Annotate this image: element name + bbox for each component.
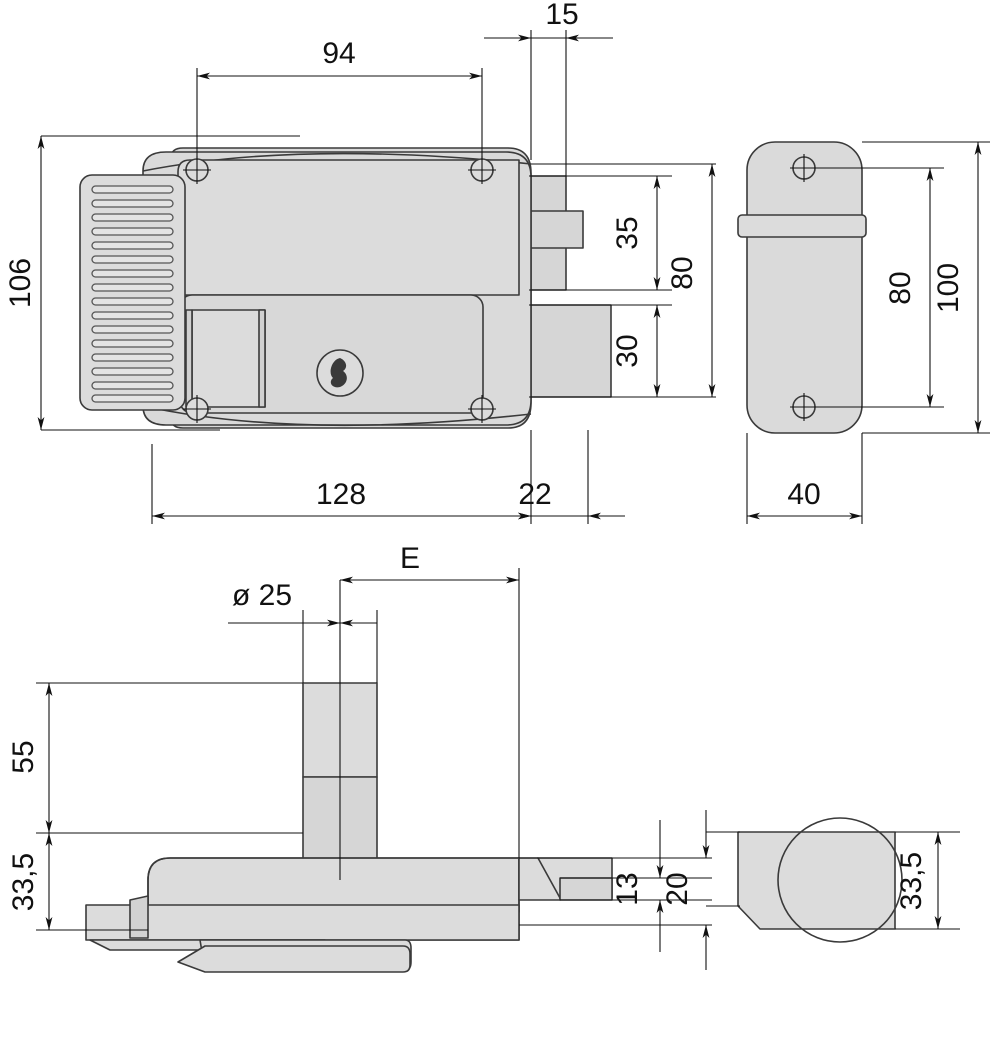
front-bolt-lower-block (528, 304, 612, 398)
front-dimension-labels: 94 15 106 128 22 35 80 30 (4, 0, 699, 511)
dim-80: 80 (666, 256, 699, 289)
top-view-dimensions (36, 568, 712, 970)
top-view-lock-body (85, 682, 613, 973)
front-bolt-tongue (528, 210, 584, 249)
dim-plate-40: 40 (787, 478, 820, 511)
dim-13: 13 (611, 872, 644, 905)
dim-plate-80: 80 (884, 271, 917, 304)
dim-E: E (400, 542, 420, 575)
top-view-dimension-labels: 55 33,5 ø 25 E 13 20 (7, 542, 694, 911)
front-shutter-slot (185, 309, 266, 408)
dim-33-5-left: 33,5 (7, 853, 40, 911)
dim-plate-100: 100 (932, 263, 965, 313)
top-view-body-slab (147, 857, 520, 941)
side-view-strike-plate (737, 141, 867, 434)
dim-15: 15 (545, 0, 578, 31)
front-view-lock-body (79, 147, 612, 429)
top-view-bolt (518, 857, 613, 901)
dim-22: 22 (518, 478, 551, 511)
front-view-dimensions (37, 30, 716, 524)
front-inner-upper-panel (177, 159, 520, 296)
vent-grille-icon (79, 174, 186, 411)
top-view-strike-plate-dimensions (706, 831, 960, 930)
dim-106: 106 (4, 258, 37, 308)
strike-plate-slot (737, 214, 867, 238)
dim-30: 30 (611, 334, 644, 367)
side-view-dimension-labels: 80 100 40 (787, 263, 965, 511)
top-view-strike-plate (737, 817, 903, 943)
dim-diameter-25: ø 25 (232, 579, 292, 612)
screw-hole-centerlines (183, 156, 496, 423)
top-view-lower-flange (85, 904, 520, 941)
keyhole-icon (316, 349, 364, 397)
dim-33-5-right: 33,5 (895, 852, 928, 910)
dim-55: 55 (7, 740, 40, 773)
dim-20: 20 (661, 872, 694, 905)
dim-94: 94 (322, 37, 355, 70)
side-view-dimensions (746, 141, 990, 524)
top-view-strike-plate-labels: 33,5 (895, 852, 928, 910)
top-view-bottom-plate (177, 939, 412, 973)
dim-35: 35 (611, 216, 644, 249)
dim-128: 128 (316, 478, 366, 511)
